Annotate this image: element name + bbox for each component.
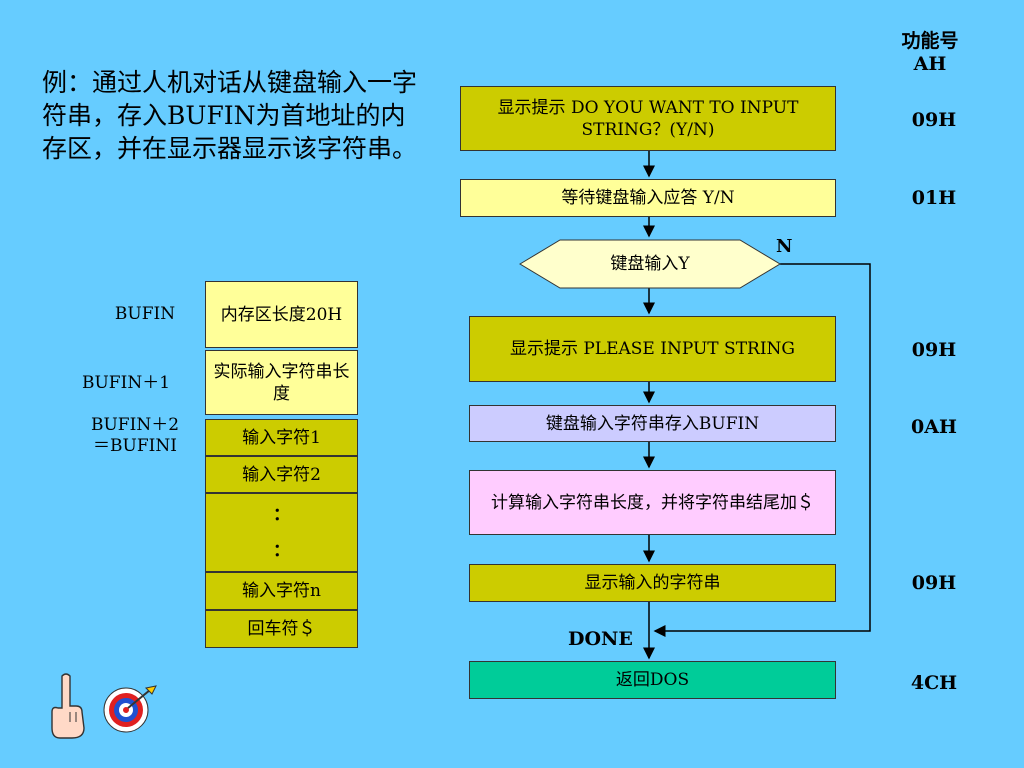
flow-step-calc-length: 计算输入字符串长度，并将字符串结尾加＄ [469,470,836,535]
flow-step-wait-key: 等待键盘输入应答 Y/N [460,179,836,217]
func-header-ah: AH [913,53,947,75]
target-dart-icon[interactable] [102,684,158,734]
func-code-wait-key: 01H [911,187,957,209]
mem-label-bufin-plus2-line1: BUFIN＋2 [90,415,180,435]
intro-text: 例：通过人机对话从键盘输入一字符串，存入BUFIN为首地址的内存区，并在显示器显… [42,68,418,163]
mem-cell-ellipsis: ： ： [205,493,358,572]
mem-label-bufin: BUFIN [114,304,176,324]
flow-step-return-dos: 返回DOS [469,661,836,699]
mem-cell-buffer-size: 内存区长度20H [205,281,358,348]
func-code-display-string: 09H [911,572,957,594]
mem-label-bufin-plus1: BUFIN＋1 [81,373,171,393]
func-header-title: 功能号 [901,30,959,52]
mem-cell-char-2: 输入字符2 [205,456,358,493]
flow-step-read-string: 键盘输入字符串存入BUFIN [469,405,836,442]
flow-step-please-input: 显示提示 PLEASE INPUT STRING [469,316,836,382]
func-code-please-input: 09H [911,339,957,361]
no-branch-line [653,263,871,637]
flow-step-display-string: 显示输入的字符串 [469,564,836,602]
flow-step-prompt: 显示提示 DO YOU WANT TO INPUT STRING？(Y/N) [460,86,836,151]
done-label: DONE [568,628,633,650]
mem-label-bufin-plus2-line2: ＝BUFINI [93,436,177,456]
func-header: 功能号 AH [880,30,980,76]
pointing-hand-icon[interactable] [46,672,90,742]
mem-ellipsis-2: ： [273,540,290,561]
mem-label-bufin-plus2: BUFIN＋2 ＝BUFINI [70,415,200,457]
decision-diamond [519,239,781,289]
mem-cell-carriage-return: 回车符＄ [205,610,358,648]
func-code-read-string: 0AH [911,416,957,438]
flow-decision-label: 键盘输入Y [610,254,690,274]
func-code-return-dos: 4CH [910,672,958,694]
mem-cell-actual-length: 实际输入字符串长度 [205,350,358,415]
mem-cell-char-1: 输入字符1 [205,419,358,456]
decision-no-label: N [776,236,793,257]
mem-ellipsis-1: ： [273,504,290,525]
func-code-prompt: 09H [911,109,957,131]
mem-cell-char-n: 输入字符n [205,572,358,610]
